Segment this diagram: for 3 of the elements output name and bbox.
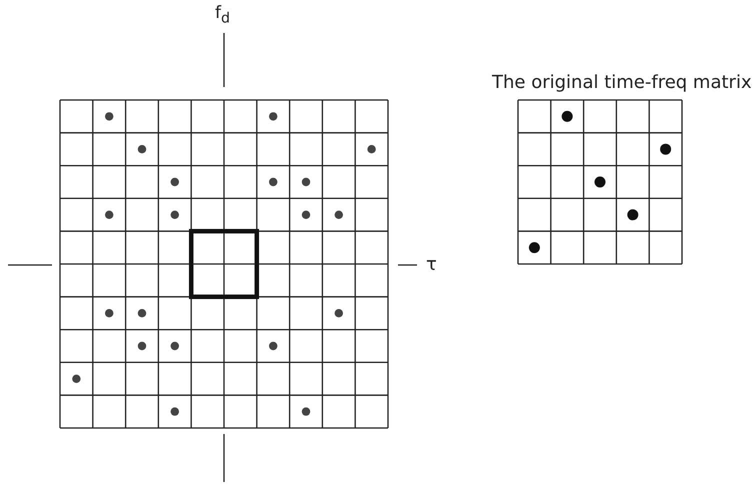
matrix-title: The original time-freq matrix	[492, 74, 752, 92]
axis-label: τ	[426, 256, 437, 274]
axis-label: f$_{d}$	[215, 5, 230, 26]
